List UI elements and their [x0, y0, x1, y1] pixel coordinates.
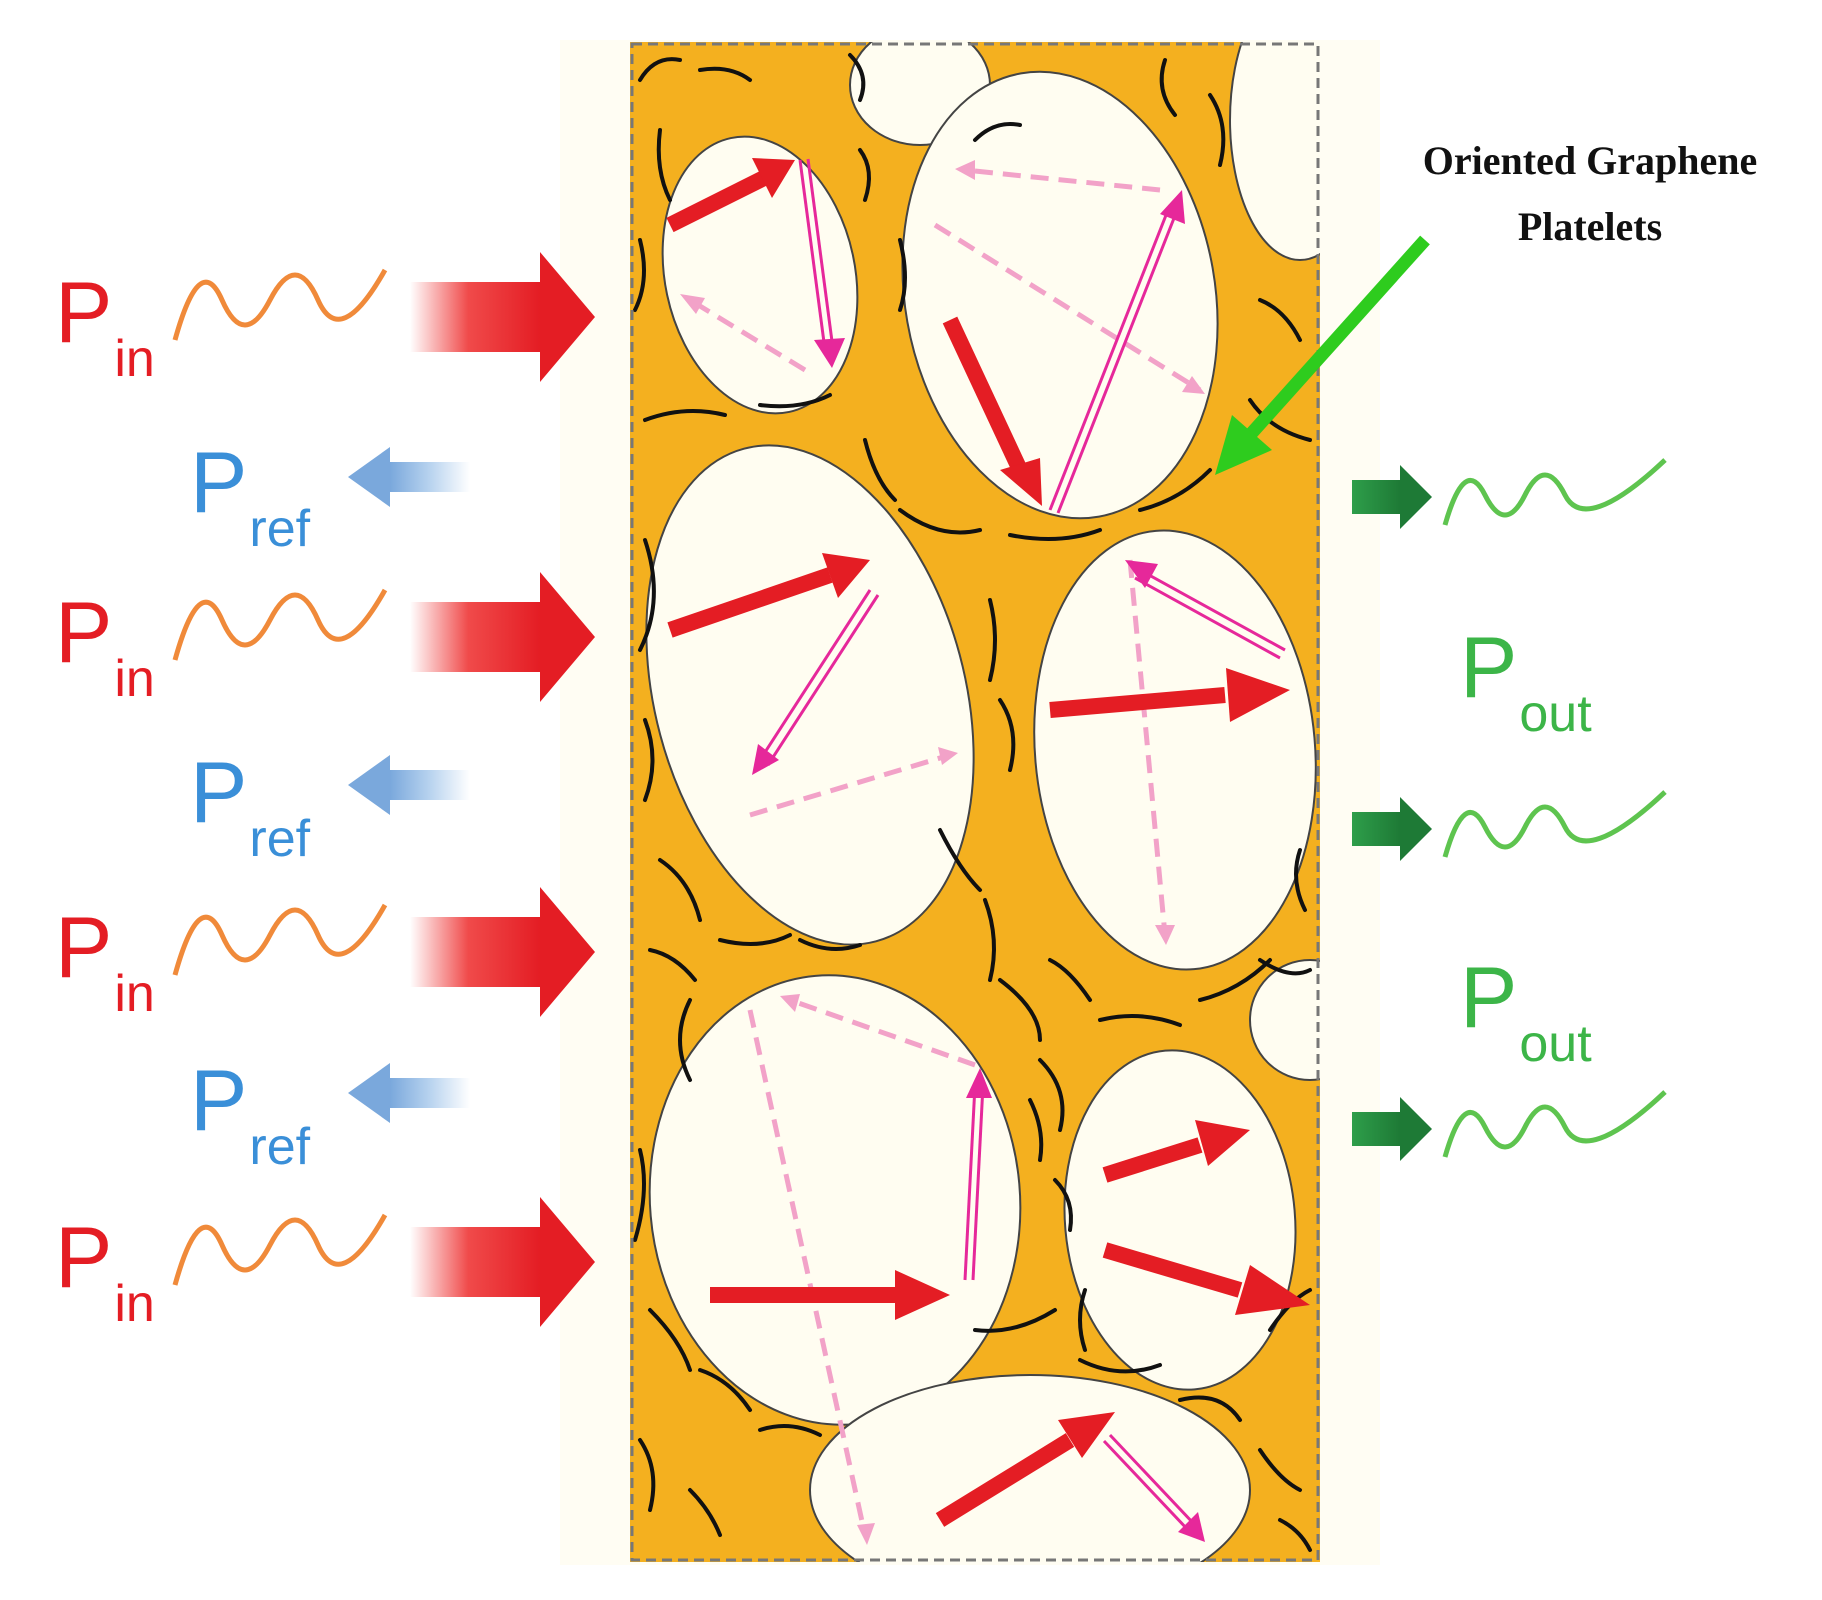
pore [1229, 42, 1320, 261]
incident-wave-3 [172, 887, 595, 1017]
transmitted-wave-1 [1352, 458, 1667, 529]
slab-border [630, 42, 1320, 1562]
p-symbol: P [1460, 620, 1518, 716]
incident-arrow-head [540, 252, 595, 382]
foam-slab [630, 42, 1320, 1562]
transmitted-arrow-head [1400, 1097, 1432, 1161]
p-symbol: P [190, 745, 248, 841]
platelet-annotation: Oriented Graphene Platelets [1370, 128, 1810, 260]
platelet-pointer-arrow [1215, 235, 1430, 475]
reflected-arrows [348, 447, 470, 1123]
in-subscript: in [114, 330, 155, 388]
p-out-label: Pout [1460, 625, 1592, 740]
p-in-label: Pin [55, 905, 155, 1020]
transmitted-arrow-head [1400, 465, 1432, 529]
p-symbol: P [55, 900, 113, 996]
reflected-arrow-3 [348, 1063, 470, 1123]
out-subscript: out [1519, 685, 1592, 743]
incident-arrow-body [410, 917, 540, 987]
incident-rays [666, 167, 1243, 1527]
pore [1249, 959, 1320, 1081]
pore [901, 70, 1219, 520]
p-in-label: Pin [55, 590, 155, 705]
incident-ray-heads [752, 158, 1310, 1458]
incident-arrow-body [410, 282, 540, 352]
scattered-wave-heads [680, 160, 1205, 1545]
p-in-label: Pin [55, 270, 155, 385]
p-in-label: Pin [55, 1215, 155, 1330]
out-subscript: out [1519, 1015, 1592, 1073]
incident-wave-4 [172, 1197, 595, 1327]
ref-subscript: ref [249, 1118, 311, 1176]
transmitted-arrow-body [1352, 1112, 1400, 1146]
incident-arrow-body [410, 602, 540, 672]
incident-wave-1 [172, 252, 595, 382]
p-symbol: P [55, 265, 113, 361]
p-symbol: P [55, 585, 113, 681]
incident-waveform [172, 1213, 388, 1286]
reflected-arrow-body [390, 462, 470, 492]
p-out-label: Pout [1460, 955, 1592, 1070]
ref-subscript: ref [249, 500, 311, 558]
incident-arrow-head [540, 1197, 595, 1327]
incident-waveform [172, 588, 388, 661]
incident-waveform [172, 903, 388, 976]
p-ref-label: Pref [190, 1058, 310, 1173]
reflected-arrow-body [390, 1078, 470, 1108]
internal-reflections [758, 158, 1286, 1533]
reflected-arrow-2 [348, 755, 470, 815]
incident-waves [172, 252, 595, 1327]
incident-arrow-body [410, 1227, 540, 1297]
p-ref-label: Pref [190, 440, 310, 555]
p-symbol: P [55, 1210, 113, 1306]
ref-subscript: ref [249, 810, 311, 868]
transmitted-waves [1352, 458, 1667, 1161]
annotation-line-1: Oriented Graphene [1422, 138, 1758, 183]
reflected-arrow-head [348, 755, 390, 815]
p-symbol: P [1460, 950, 1518, 1046]
transmitted-wave-2 [1352, 790, 1667, 861]
pores [645, 42, 1320, 1562]
transmitted-waveform [1442, 458, 1667, 526]
transmitted-wave-3 [1352, 1090, 1667, 1161]
in-subscript: in [114, 965, 155, 1023]
p-symbol: P [190, 1053, 248, 1149]
graphene-platelets [633, 53, 1312, 1552]
transmitted-arrow-body [1352, 812, 1400, 846]
scattered-waves [688, 167, 1202, 1536]
transmitted-arrow-body [1352, 480, 1400, 514]
transmitted-waveform [1442, 1090, 1667, 1158]
in-subscript: in [114, 1275, 155, 1333]
transmitted-waveform [1442, 790, 1667, 858]
reflected-arrow-head [348, 1063, 390, 1123]
in-subscript: in [114, 650, 155, 708]
incident-arrow-head [540, 572, 595, 702]
reflected-arrow-head [348, 447, 390, 507]
incident-arrow-head [540, 887, 595, 1017]
pore [809, 1374, 1251, 1562]
p-symbol: P [190, 435, 248, 531]
reflected-arrow-1 [348, 447, 470, 507]
internal-reflection-heads [752, 190, 1205, 1542]
p-ref-label: Pref [190, 750, 310, 865]
reflected-arrow-body [390, 770, 470, 800]
annotation-line-2: Platelets [1517, 204, 1663, 249]
pore [645, 444, 975, 946]
incident-waveform [172, 268, 388, 341]
transmitted-arrow-head [1400, 797, 1432, 861]
incident-wave-2 [172, 572, 595, 702]
